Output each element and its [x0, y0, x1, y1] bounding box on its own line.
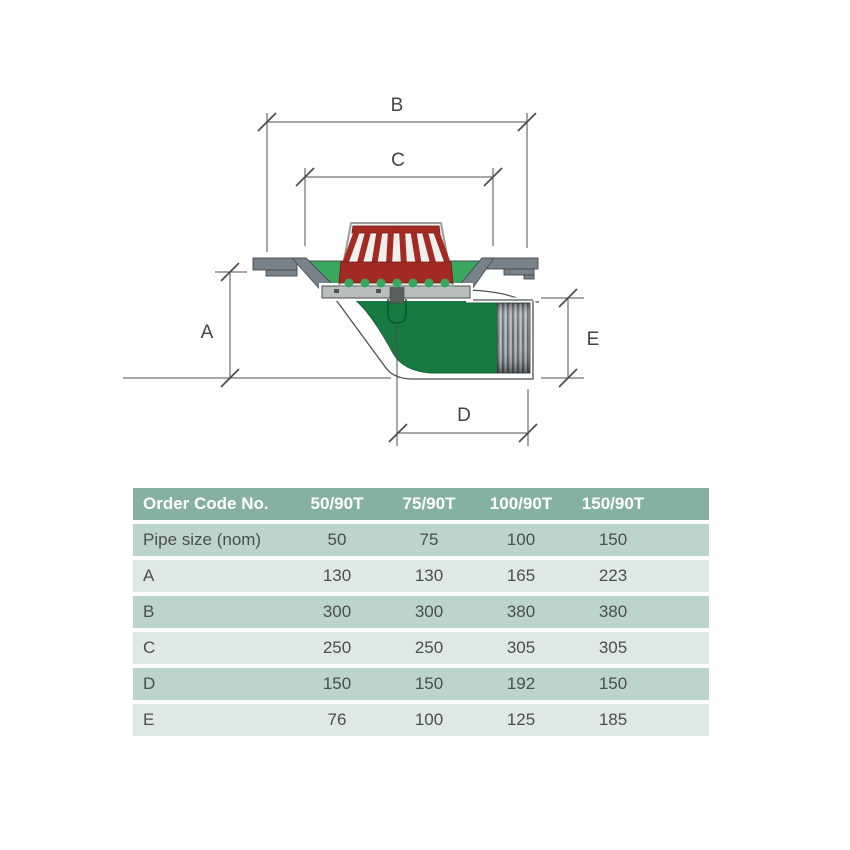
dimension-lines: [123, 112, 584, 446]
value-cell: 305: [506, 638, 536, 657]
value-cell: 150: [598, 530, 628, 549]
dimension-labels: B C A E D: [201, 95, 600, 426]
table-row: Pipe size (nom) 50 75 100 150: [133, 524, 709, 556]
row-label: D: [143, 674, 156, 693]
dimensions-table: Order Code No. 50/90T 75/90T 100/90T 150/90T…: [133, 488, 709, 740]
row-label: B: [143, 602, 155, 621]
value-cell: 150: [322, 674, 352, 693]
table-row: D 150 150 192 150: [133, 668, 709, 700]
strainer-grille: [337, 222, 455, 288]
value-cell: 100: [414, 710, 444, 729]
clamp-ring: [319, 283, 473, 304]
dim-label-c: C: [391, 150, 405, 171]
diagram-area: B C A E D: [123, 95, 600, 446]
value-cell: 76: [327, 710, 347, 729]
inner-tube-outline: [387, 299, 407, 324]
table-row: A 130 130 165 223: [133, 560, 709, 592]
dim-label-d: D: [457, 405, 471, 426]
threaded-outlet: [496, 302, 531, 374]
value-cell: 125: [506, 710, 536, 729]
row-label: A: [143, 566, 155, 585]
header-cell: 100/90T: [489, 494, 553, 513]
row-label: Pipe size (nom): [143, 530, 262, 549]
value-cell: 250: [414, 638, 444, 657]
dim-label-e: E: [587, 329, 600, 350]
row-label: C: [143, 638, 156, 657]
strainer-scallops: [344, 278, 450, 288]
value-cell: 130: [322, 566, 352, 585]
row-label: E: [143, 710, 155, 729]
value-cell: 185: [598, 710, 628, 729]
value-cell: 100: [506, 530, 536, 549]
value-cell: 75: [419, 530, 439, 549]
header-cell: 50/90T: [310, 494, 364, 513]
table-row: B 300 300 380 380: [133, 596, 709, 628]
value-cell: 150: [598, 674, 628, 693]
drain-cross-section-diagram: B C A E D: [123, 95, 600, 446]
dim-label-b: B: [391, 95, 404, 116]
value-cell: 130: [414, 566, 444, 585]
value-cell: 223: [598, 566, 628, 585]
value-cell: 150: [414, 674, 444, 693]
value-cell: 305: [598, 638, 628, 657]
header-cell: Order Code No.: [143, 494, 269, 513]
table-header-row: Order Code No. 50/90T 75/90T 100/90T 150/90T: [133, 488, 709, 520]
header-cell: 75/90T: [402, 494, 456, 513]
value-cell: 250: [322, 638, 352, 657]
clamp-center-notch: [389, 284, 405, 304]
table-row: C 250 250 305 305: [133, 632, 709, 664]
value-cell: 380: [506, 602, 536, 621]
body-outer-contour: [325, 287, 536, 382]
value-cell: 380: [598, 602, 628, 621]
header-cell: 150/90T: [581, 494, 645, 513]
table-row: E 76 100 125 185: [133, 704, 709, 736]
value-cell: 192: [506, 674, 536, 693]
drain-body: [348, 294, 532, 375]
dim-label-a: A: [201, 322, 214, 343]
value-cell: 50: [327, 530, 347, 549]
value-cell: 300: [322, 602, 352, 621]
value-cell: 300: [414, 602, 444, 621]
value-cell: 165: [506, 566, 536, 585]
